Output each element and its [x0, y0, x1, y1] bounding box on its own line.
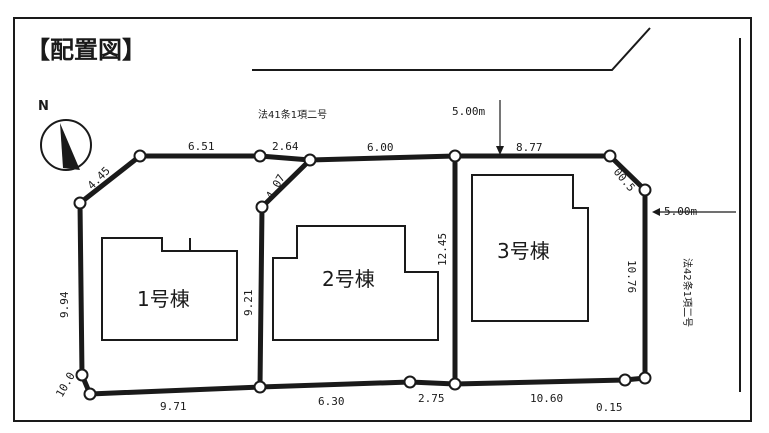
survey-point-marker: [133, 149, 147, 163]
building-1-label: 1号棟: [137, 287, 190, 311]
survey-point-marker: [303, 153, 317, 167]
dim-top-1: 6.51: [188, 140, 215, 153]
survey-point-marker: [255, 200, 269, 214]
page-title: 【配置図】: [26, 36, 146, 64]
compass-needle-icon: [60, 123, 80, 170]
dim-bottom-2: 6.30: [318, 395, 345, 408]
survey-points: [73, 149, 652, 401]
dim-lot2-east: 12.45: [436, 233, 449, 266]
dim-top-2: 2.64: [272, 140, 299, 153]
survey-point-marker: [73, 196, 87, 210]
building-3: 3号棟: [471, 174, 589, 322]
dim-lot1-east: 9.21: [242, 290, 255, 317]
dim-top-4: 8.77: [516, 141, 543, 154]
north-road-label: 法41条1項二号: [258, 108, 327, 121]
survey-point-marker: [75, 368, 89, 382]
dim-bottom-1: 9.71: [160, 400, 187, 413]
north-road: 法41条1項二号 5.00m: [252, 27, 741, 230]
east-road: 5.00m 法42条1項二号: [652, 205, 741, 392]
survey-point-marker: [253, 380, 267, 394]
dim-corner-ne: 00.5: [611, 166, 638, 195]
building-3-label: 3号棟: [497, 239, 550, 263]
east-road-width: 5.00m: [664, 205, 697, 218]
survey-point-marker: [83, 387, 97, 401]
dim-corner-sw: 10.0: [53, 370, 78, 399]
dim-right: 10.76: [625, 260, 638, 293]
dim-top-3: 6.00: [367, 141, 394, 154]
survey-point-marker: [448, 377, 462, 391]
drawing-frame: [13, 17, 752, 422]
survey-point-marker: [448, 149, 462, 163]
building-1: 1号棟: [101, 237, 238, 341]
dim-left: 9.94: [58, 291, 71, 318]
building-2: 2号棟: [272, 225, 439, 341]
dim-bottom-4: 10.60: [530, 392, 563, 405]
north-road-width: 5.00m: [452, 105, 485, 118]
survey-point-marker: [618, 373, 632, 387]
north-arrow: N: [38, 99, 92, 171]
survey-point-marker: [638, 183, 652, 197]
survey-point-marker: [638, 371, 652, 385]
dim-bottom-3: 2.75: [418, 392, 445, 405]
survey-point-marker: [603, 149, 617, 163]
east-road-label: 法42条1項二号: [681, 258, 694, 327]
north-label: N: [38, 99, 49, 114]
survey-point-marker: [403, 375, 417, 389]
dim-bottom-se: 0.15: [596, 401, 623, 414]
survey-point-marker: [253, 149, 267, 163]
building-2-label: 2号棟: [322, 267, 375, 291]
